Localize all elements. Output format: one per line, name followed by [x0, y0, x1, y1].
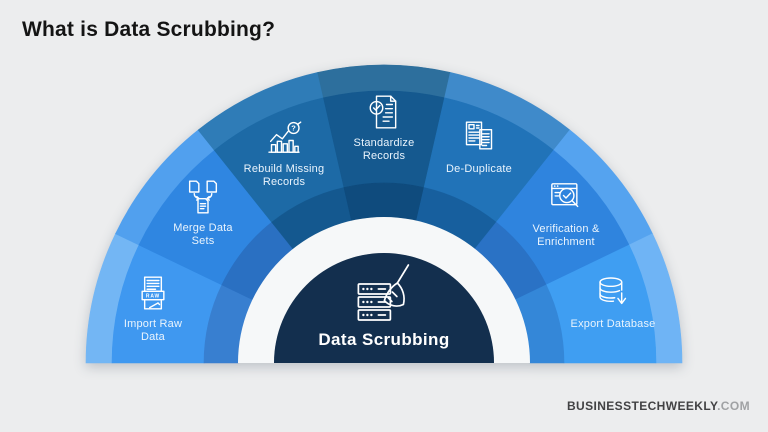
segment-merge-data-sets: Merge Data Sets [165, 177, 241, 248]
segment-label: De-Duplicate [446, 163, 512, 175]
brand-suffix: .COM [717, 399, 750, 413]
page-title: What is Data Scrubbing? [22, 18, 276, 41]
chart-question-icon: ? [264, 118, 304, 158]
segment-de-duplicate: De-Duplicate [446, 118, 512, 176]
brand-name: BUSINESSTECHWEEKLY [566, 399, 718, 413]
segment-label: Rebuild Missing Records [243, 163, 325, 188]
search-check-icon [546, 178, 586, 218]
segment-export-database: Export Database [571, 273, 656, 331]
segment-import-raw-data: RAW Import Raw Data [118, 273, 188, 344]
document-check-icon [364, 92, 404, 132]
database-export-icon [593, 273, 633, 313]
segment-rebuild-missing-records: ? Rebuild Missing Records [232, 118, 336, 189]
merge-documents-icon [183, 177, 223, 217]
segment-4-inner-band [343, 182, 425, 222]
brand-logo: BUSINESSTECHWEEKLY.COM [567, 399, 750, 413]
segment-label: Verification & Enrichment [532, 223, 600, 248]
server-broom-icon [352, 260, 416, 324]
inner-gap-ring [238, 217, 530, 363]
center-title: Data Scrubbing [318, 330, 450, 349]
segment-standardize-records: Standardize Records [342, 92, 426, 163]
center-dome [274, 253, 494, 363]
duplicate-documents-icon [459, 118, 499, 158]
svg-text:?: ? [291, 124, 296, 133]
center-hub: Data Scrubbing [318, 260, 449, 350]
svg-text:RAW: RAW [146, 294, 160, 300]
raw-file-icon: RAW [133, 273, 173, 313]
segment-label: Standardize Records [353, 137, 415, 162]
segment-label: Export Database [570, 318, 656, 330]
segment-label: Import Raw Data [123, 318, 183, 343]
segment-verification-enrichment: Verification & Enrichment [514, 178, 618, 249]
arch-segments [85, 64, 683, 364]
segment-label: Merge Data Sets [173, 222, 233, 247]
